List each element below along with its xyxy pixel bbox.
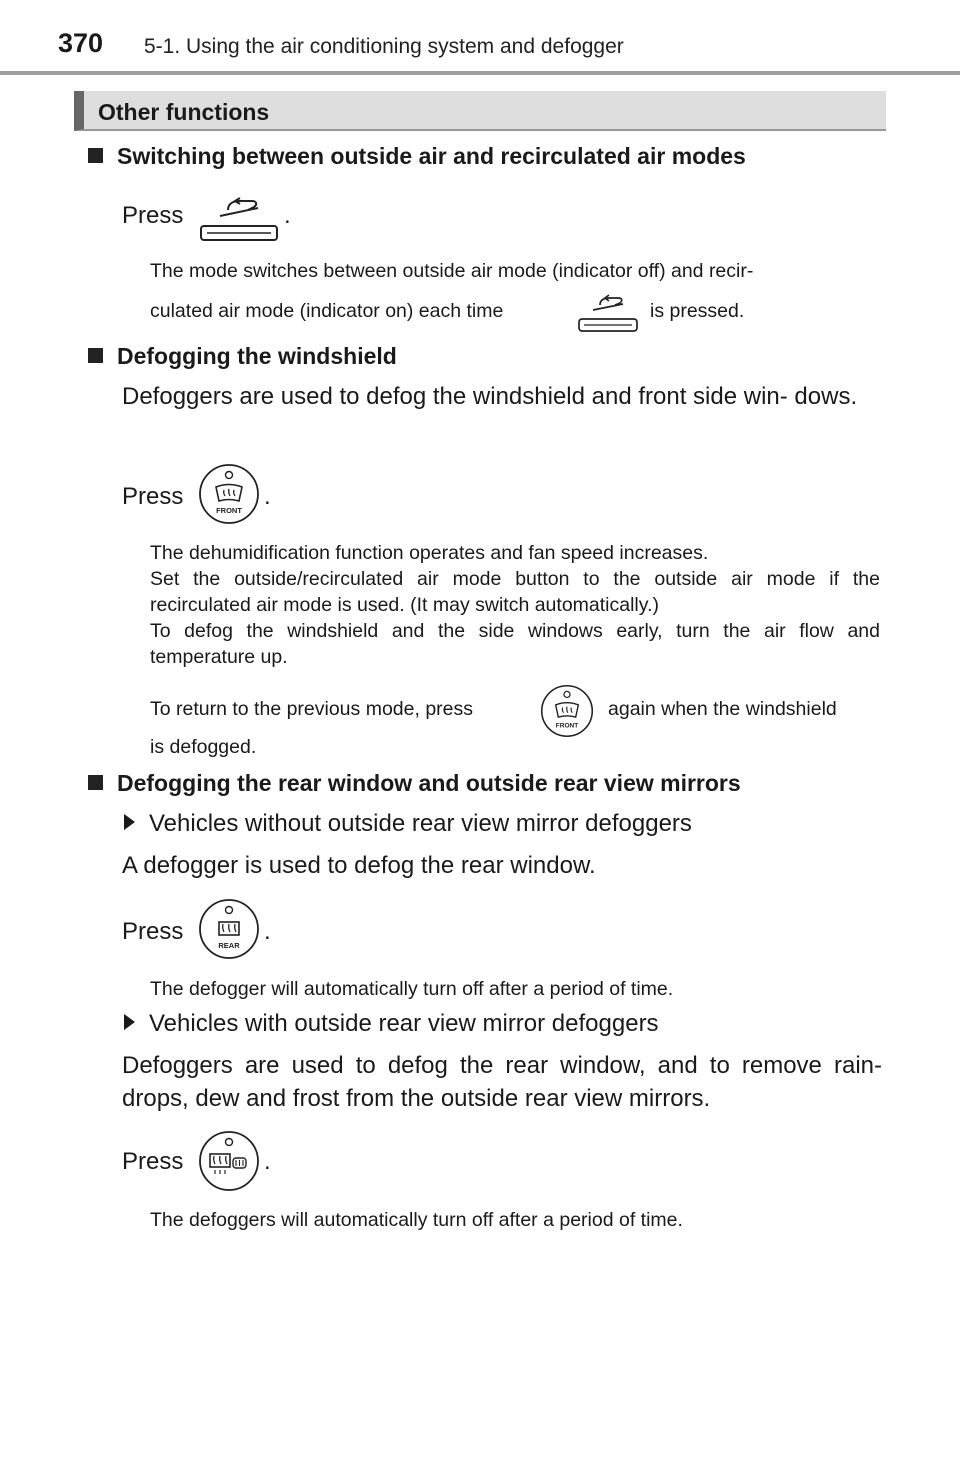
header-rule [0,71,960,75]
square-bullet-icon [88,348,103,363]
recirc-note-line2b: is pressed. [650,300,745,322]
rear-sub2-note: The defoggers will automatically turn of… [150,1209,683,1231]
windshield-note-3: To defog the windshield and the side win… [150,620,880,668]
windshield-note-4a: To return to the previous mode, press [150,698,473,720]
recirc-press-text: Press [122,202,184,229]
windshield-note-4c: is defogged. [150,736,257,758]
rear-sub2: Vehicles with outside rear view mirror d… [124,1010,659,1038]
windshield-note-2: Set the outside/recirculated air mode bu… [150,568,880,616]
recirc-heading-text: Switching between outside air and recirc… [117,143,746,169]
rear-sub1-note: The defogger will automatically turn off… [150,978,674,1000]
mirror-period: . [264,1148,271,1175]
mirror-press-text: Press [122,1148,184,1175]
front-defogger-button-icon: FRONT [199,464,259,524]
rear-sub2-body: Defoggers are used to defog the rear win… [122,1052,882,1112]
windshield-body: Defoggers are used to defog the windshie… [122,383,858,410]
front-label-small: FRONT [556,723,578,730]
windshield-press-text: Press [122,483,184,510]
rear-sub1-text: Vehicles without outside rear view mirro… [149,810,692,837]
recirc-note-line1: The mode switches between outside air mo… [150,260,754,282]
triangle-bullet-icon [124,1014,135,1030]
rear-sub2-text: Vehicles with outside rear view mirror d… [149,1010,659,1037]
rear-press-text: Press [122,918,184,945]
section-title: Other functions [98,99,270,125]
square-bullet-icon [88,775,103,790]
windshield-note-4b: again when the windshield [608,698,837,720]
section-bar: Other functions [74,91,886,131]
rear-sub1-body: A defogger is used to defog the rear win… [122,852,596,879]
windshield-heading-text: Defogging the windshield [117,343,397,369]
recirc-heading: Switching between outside air and recirc… [88,143,746,170]
front-defogger-button-icon-small: FRONT [540,684,594,738]
triangle-bullet-icon [124,814,135,830]
recirc-note-line2a: culated air mode (indicator on) each tim… [150,300,504,322]
recirculation-button-icon [200,197,278,241]
running-title: 5-1. Using the air conditioning system a… [144,35,624,58]
windshield-note-1: The dehumidification function operates a… [150,542,709,564]
rear-mirror-defogger-button-icon [199,1131,259,1191]
rear-sub1: Vehicles without outside rear view mirro… [124,810,692,838]
rear-label: REAR [218,941,240,950]
front-label: FRONT [216,506,242,515]
windshield-heading: Defogging the windshield [88,343,397,370]
rear-defogger-button-icon: REAR [199,899,259,959]
windshield-period: . [264,483,271,510]
rear-heading: Defogging the rear window and outside re… [88,770,741,797]
recirculation-button-icon-small [578,294,638,332]
rear-period: . [264,918,271,945]
rear-heading-text: Defogging the rear window and outside re… [117,770,741,796]
recirc-period: . [284,202,291,229]
page-number: 370 [58,28,104,58]
square-bullet-icon [88,148,103,163]
